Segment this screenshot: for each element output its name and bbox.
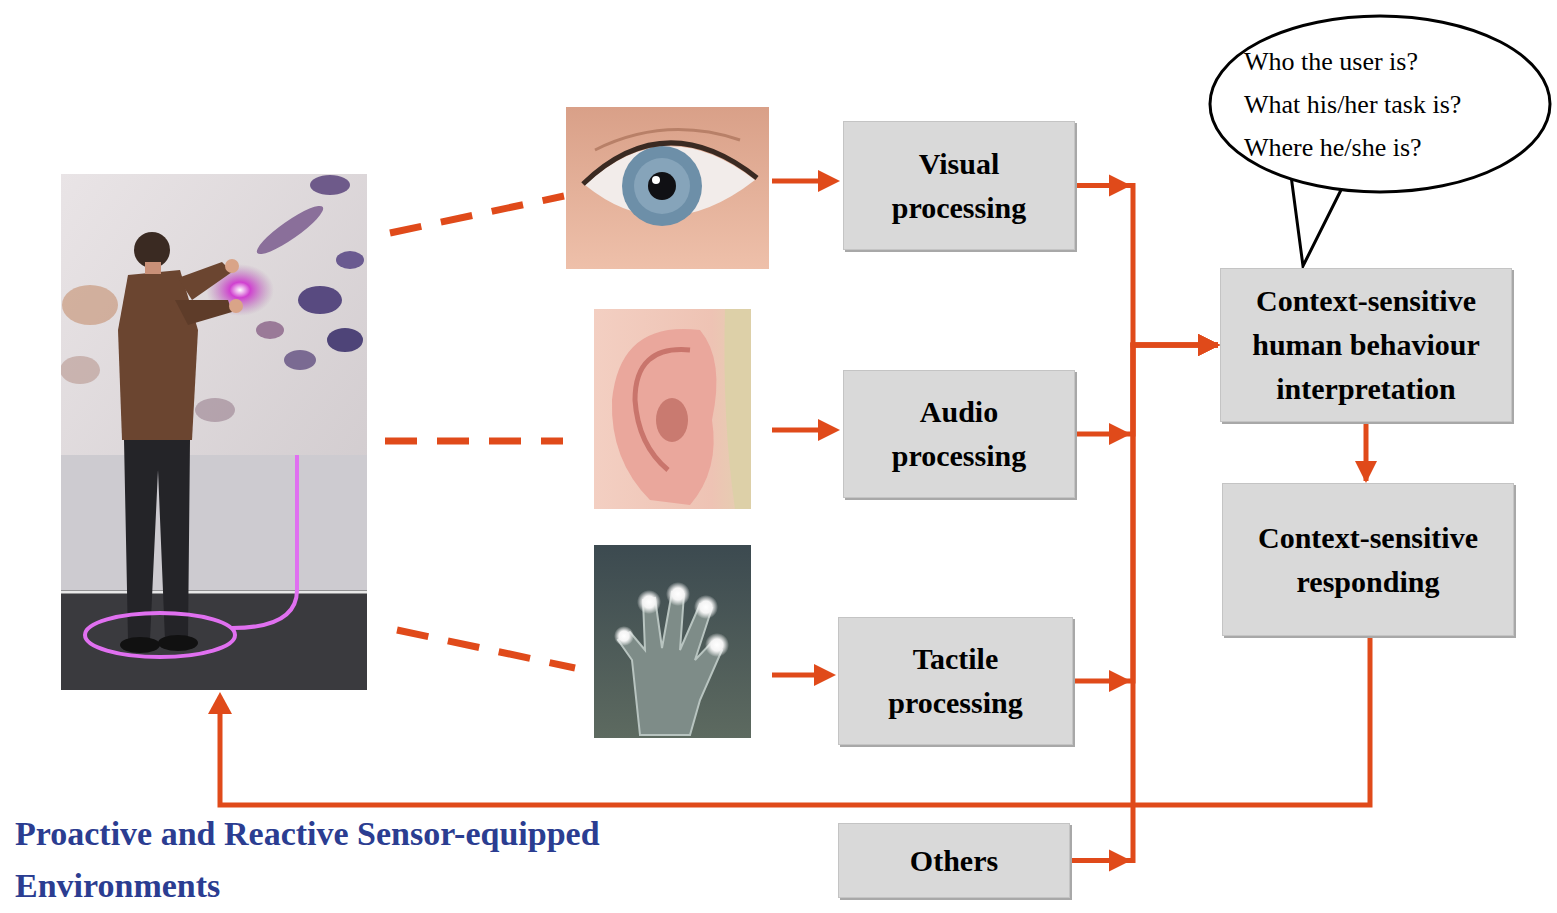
question-text: Who the user is? xyxy=(1244,40,1418,83)
iris xyxy=(622,146,702,226)
dashed-link xyxy=(390,196,564,233)
connector-arrow xyxy=(1073,345,1218,681)
hand xyxy=(229,299,243,313)
hair xyxy=(724,309,751,509)
caption-text: Proactive and Reactive Sensor-equipped E… xyxy=(15,815,600,904)
floor-edge xyxy=(61,591,367,594)
arrow-shaft xyxy=(772,428,822,433)
hand xyxy=(225,259,239,273)
arrowhead xyxy=(818,419,840,441)
connector-arrow xyxy=(1075,345,1218,434)
blob xyxy=(256,321,284,339)
blob xyxy=(298,286,342,314)
shoe xyxy=(158,635,198,651)
box-label: Context-sensitive human behaviour interp… xyxy=(1235,279,1497,411)
blob xyxy=(310,175,350,195)
caption: Proactive and Reactive Sensor-equipped E… xyxy=(15,808,615,912)
dashed-link xyxy=(385,438,563,445)
hand-image xyxy=(594,545,751,738)
skin xyxy=(594,309,751,509)
ear xyxy=(612,329,717,505)
floor-ring xyxy=(85,613,235,657)
jacket xyxy=(118,270,198,440)
blob xyxy=(336,251,364,269)
process-box: Others xyxy=(838,823,1070,898)
environment-photo xyxy=(61,174,367,690)
blob xyxy=(62,285,118,325)
blob xyxy=(195,398,235,422)
ear-image xyxy=(594,309,751,509)
fingertip-glow xyxy=(637,590,661,614)
box-label: Tactile processing xyxy=(853,637,1058,725)
process-box: Context-sensitive human behaviour interp… xyxy=(1220,268,1512,422)
eye-image xyxy=(566,107,769,269)
box-label: Visual processing xyxy=(858,142,1060,230)
process-box: Visual processing xyxy=(843,121,1075,250)
blob xyxy=(252,200,328,261)
wall-lower xyxy=(61,455,367,590)
fingertip-glow xyxy=(694,595,718,619)
box-label: Others xyxy=(910,839,998,883)
panel xyxy=(594,545,751,738)
arrow-shaft xyxy=(772,179,822,184)
skin xyxy=(566,107,769,269)
trousers xyxy=(124,440,190,640)
process-box: Tactile processing xyxy=(838,617,1073,745)
process-box: Context-sensitive responding xyxy=(1222,483,1514,636)
wall xyxy=(61,174,367,594)
feedback-line xyxy=(220,638,1370,805)
ear-fold xyxy=(635,350,690,470)
neck xyxy=(145,262,161,274)
fingertip-glow xyxy=(666,582,690,606)
question-text: Where he/she is? xyxy=(1244,126,1422,169)
arm xyxy=(178,262,232,300)
arrowhead xyxy=(814,664,836,686)
shoe xyxy=(120,637,160,653)
connector-arrow xyxy=(1070,345,1218,861)
bubble-ellipse xyxy=(1210,16,1550,192)
ear-canal xyxy=(656,398,688,442)
hand xyxy=(618,592,722,735)
eyelid xyxy=(595,130,740,150)
connector-arrow xyxy=(1364,422,1369,481)
fingertip-glow xyxy=(705,633,729,657)
pupil xyxy=(648,172,676,200)
light-trail xyxy=(232,455,297,628)
highlight xyxy=(652,176,660,184)
speech-bubble: Who the user is?What his/her task is?Whe… xyxy=(1208,14,1552,194)
arrowhead xyxy=(818,170,840,192)
fingertip-glow xyxy=(614,626,634,646)
box-label: Audio processing xyxy=(858,390,1060,478)
dashed-link xyxy=(397,630,575,668)
blob xyxy=(327,328,363,352)
arrow-shaft xyxy=(772,673,818,678)
eyelash xyxy=(583,143,757,184)
arrowhead xyxy=(208,692,232,714)
question-text: What his/her task is? xyxy=(1244,83,1461,126)
blob xyxy=(61,356,100,384)
box-label: Context-sensitive responding xyxy=(1237,516,1499,604)
arm xyxy=(175,300,232,325)
floor xyxy=(61,590,367,690)
connector-arrow xyxy=(1075,186,1218,346)
iris-inner xyxy=(634,158,690,214)
blob xyxy=(284,350,316,370)
process-box: Audio processing xyxy=(843,370,1075,498)
